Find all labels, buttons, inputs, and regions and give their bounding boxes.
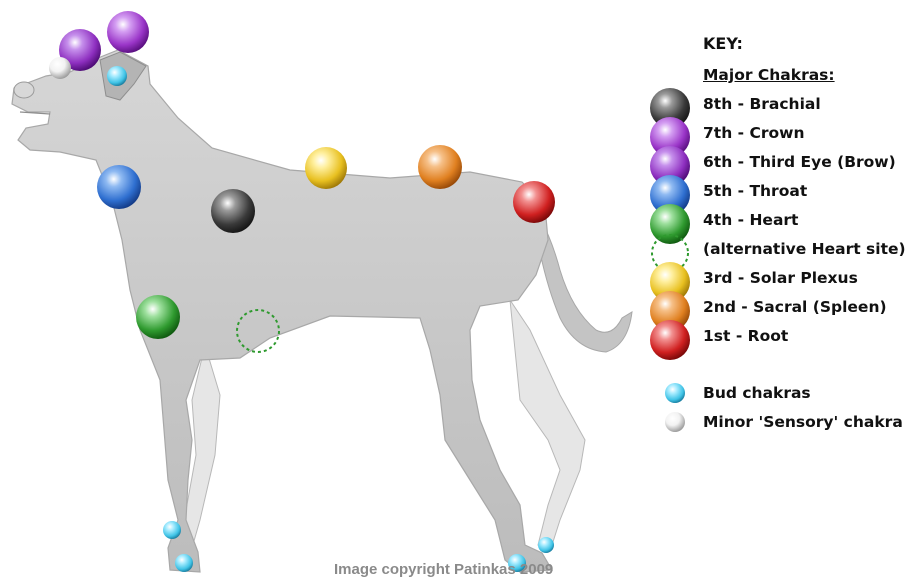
key-subtitle: Major Chakras: [703,66,835,84]
key-item-label: 2nd - Sacral (Spleen) [703,298,887,316]
key-item-alternative-heart: (alternative Heart site) [640,233,923,265]
bud-legend-orb [664,382,686,404]
key-item-label: Minor 'Sensory' chakra [703,413,903,431]
dog-body [12,50,552,572]
key-item-label: 8th - Brachial [703,95,821,113]
key-item-heart: 4th - Heart [640,204,923,236]
key-item-label: (alternative Heart site) [703,240,906,258]
key-item-label: Bud chakras [703,384,811,402]
dog-silhouette [12,50,632,572]
key-item-crown: 7th - Crown [640,117,923,149]
dog-nose [14,82,34,98]
bud-chakra-front-paw-orb [163,521,181,539]
throat-chakra-orb [97,165,141,209]
key-item-solar-plexus: 3rd - Solar Plexus [640,262,923,294]
key-item-third-eye: 6th - Third Eye (Brow) [640,146,923,178]
key-item-label: 5th - Throat [703,182,807,200]
key-item-label: 4th - Heart [703,211,798,229]
solar-plexus-chakra-orb [305,147,347,189]
key-item-label: 1st - Root [703,327,788,345]
sacral-chakra-orb [418,145,462,189]
key-item-throat: 5th - Throat [640,175,923,207]
key-item-label: 7th - Crown [703,124,804,142]
heart-chakra-orb [136,295,180,339]
sensory-chakra-orb [49,57,71,79]
crown-chakra-orb [107,11,149,53]
copyright-notice: Image copyright Patinkas 2009 [334,561,553,578]
key-item-root: 1st - Root [640,320,923,352]
key-title: KEY: [703,34,743,53]
dog-tail [538,218,632,352]
key-item-brachial: 8th - Brachial [640,88,923,120]
key-item-label: 3rd - Solar Plexus [703,269,858,287]
brachial-chakra-orb [211,189,255,233]
key-item-label: 6th - Third Eye (Brow) [703,153,896,171]
key-item-sacral: 2nd - Sacral (Spleen) [640,291,923,323]
key-item-sensory: Minor 'Sensory' chakra [640,411,923,439]
root-chakra-orb [513,181,555,223]
bud-chakra-hind-paw-orb [538,537,554,553]
root-legend-orb [650,320,690,360]
sensory-legend-orb [664,411,686,433]
bud-chakra-ear-orb [107,66,127,86]
key-item-bud: Bud chakras [640,382,923,410]
bud-chakra-front-paw-orb [175,554,193,572]
